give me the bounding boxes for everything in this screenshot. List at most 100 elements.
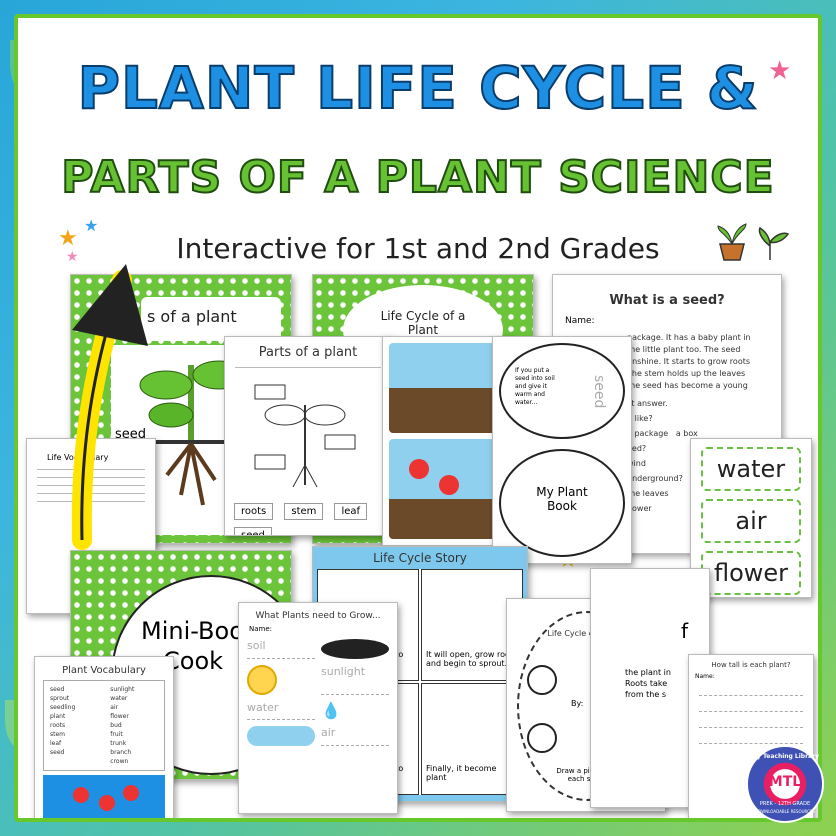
divider: [235, 367, 381, 368]
flowering-plant-picture: [43, 775, 165, 818]
what-plants-need-worksheet: What Plants need to Grow... Name: soil s…: [238, 602, 398, 814]
answer-line: [699, 686, 803, 696]
stage-picture: [389, 343, 505, 433]
passage: package. It has a baby plant in the litt…: [627, 332, 781, 392]
vocab-word-flower: flower: [701, 551, 801, 595]
label-tags: roots stem leaf seed: [225, 499, 391, 535]
question-line: ct answer.: [627, 399, 668, 408]
vocab-word: seed: [50, 686, 65, 693]
yellow-arrow-icon: [71, 264, 148, 550]
option-text: a box: [675, 429, 698, 438]
passage-line: unshine. It starts to grow roots: [627, 357, 751, 366]
vocab-word-water: water: [701, 447, 801, 491]
label-tag-leaf: leaf: [334, 503, 368, 520]
need-word-air: air: [321, 726, 389, 746]
question-line: the leaves: [627, 489, 669, 498]
parts-of-plant-worksheet: Parts of a plant roots stem leaf seed: [224, 336, 392, 536]
poster-title: s of a plant: [147, 307, 237, 326]
question-line: underground?: [627, 474, 683, 483]
potted-plant-icon: [717, 223, 790, 261]
label-tag-roots: roots: [234, 503, 274, 520]
cloud-icon: [247, 726, 315, 746]
mini-book-cover: My Plant Book: [499, 449, 625, 557]
need-word-water: water: [247, 701, 315, 720]
stage-picture: [389, 439, 505, 539]
wheel-footer: Draw a picture for each stage.: [556, 767, 620, 783]
vocab-word: roots: [50, 722, 66, 729]
vocab-word-air: air: [701, 499, 801, 543]
roots-text: the plant in Roots take from the s: [625, 667, 671, 700]
question-line: flower: [627, 504, 652, 513]
answer-line: [699, 718, 803, 728]
roots-line: from the s: [625, 690, 666, 699]
raindrop-icon: 💧: [321, 701, 341, 720]
star-icon: ★: [66, 249, 79, 265]
name-label: Name:: [565, 316, 595, 326]
vocab-word: fruit: [110, 731, 123, 738]
plant-vocabulary-card: Plant Vocabulary seed sprout seedling pl…: [34, 656, 174, 818]
mini-book-cover-text: My Plant Book: [536, 485, 588, 513]
need-word-soil: soil: [247, 639, 315, 659]
roots-line: the plant in: [625, 668, 671, 677]
vocab-word: bud: [110, 722, 122, 729]
star-icon: ★: [768, 56, 792, 86]
mini-plant-book: If you put a seed into soil and give it …: [492, 336, 632, 564]
logo-mid-text: PREK - 12TH GRADE: [759, 801, 811, 807]
stage-circle: [527, 665, 557, 695]
life-cycle-picture-strip: [382, 336, 512, 546]
my-teaching-library-logo: My Teaching Library MTL PREK - 12TH GRAD…: [746, 745, 824, 823]
vocab-word: flower: [110, 713, 129, 720]
roots-line: Roots take: [625, 679, 668, 688]
how-tall-title: How tall is each plant?: [711, 661, 791, 669]
mini-book-page: If you put a seed into soil and give it …: [499, 343, 625, 439]
question-line: wind: [627, 459, 646, 468]
vocab-word: stem: [50, 731, 66, 738]
life-cycle-poster-title: Life Cycle of a Plant: [380, 309, 466, 337]
option-text: a package: [627, 429, 669, 438]
worksheet-title: What Plants need to Grow...: [255, 611, 381, 621]
passage-line: The stem holds up the leaves: [627, 369, 746, 378]
flower-icon: [409, 459, 429, 479]
question-line: d like?: [627, 414, 653, 423]
vocab-word: trunk: [110, 740, 127, 747]
vocab-word: sprout: [50, 695, 70, 702]
vocab-column: sunlight water air flower bud fruit trun…: [104, 685, 159, 766]
answer-line: [699, 702, 803, 712]
title-line-1: PLANT LIFE CYCLE &: [76, 53, 759, 123]
vocab-column: seed sprout seedling plant roots stem le…: [44, 685, 99, 757]
vocab-word: water: [110, 695, 128, 702]
vocab-word: air: [110, 704, 119, 711]
logo-top-text: My Teaching Library: [751, 753, 819, 760]
subtitle: Interactive for 1st and 2nd Grades: [176, 232, 660, 265]
logo-bottom-text: DOWNLOADABLE RESOURCES: [755, 809, 815, 814]
sun-icon: [247, 665, 277, 695]
story-title: Life Cycle Story: [373, 551, 467, 565]
flower-icon: [99, 795, 115, 811]
needs-grid: soil sunlight water 💧 air: [239, 633, 397, 752]
vocab-word: sunlight: [110, 686, 135, 693]
passage-line: the little plant too. The seed: [627, 345, 741, 354]
vocab-word: branch: [110, 749, 132, 756]
vocab-word: seed: [50, 749, 65, 756]
question-line: eed?: [627, 444, 647, 453]
by-label: By:: [571, 699, 584, 708]
soil-icon: [321, 639, 389, 659]
logo-center-text: MTL: [768, 774, 802, 790]
mini-book-traced-word: seed: [591, 375, 607, 409]
poster-title-box: s of a plant: [141, 297, 281, 341]
title-line-2: PARTS OF A PLANT SCIENCE: [60, 151, 775, 204]
cover-frame: PLANT LIFE CYCLE & PARTS OF A PLANT SCIE…: [14, 14, 822, 822]
name-label: Name:: [249, 625, 273, 633]
star-icon: ★: [84, 216, 99, 235]
worksheet-title: What is a seed?: [609, 293, 725, 308]
passage-line: package. It has a baby plant in: [627, 333, 751, 342]
label-tag-seed: seed: [234, 527, 272, 535]
stage-circle: [527, 723, 557, 753]
mini-book-seed-text: If you put a seed into soil and give it …: [515, 367, 555, 406]
option-row: a package a box: [627, 426, 781, 441]
worksheet-title: Parts of a plant: [258, 345, 358, 360]
vocab-word: seedling: [50, 704, 76, 711]
answer-line: [699, 734, 803, 744]
plant-vocab-list: seed sprout seedling plant roots stem le…: [43, 680, 165, 771]
roots-letter: f: [681, 619, 689, 643]
